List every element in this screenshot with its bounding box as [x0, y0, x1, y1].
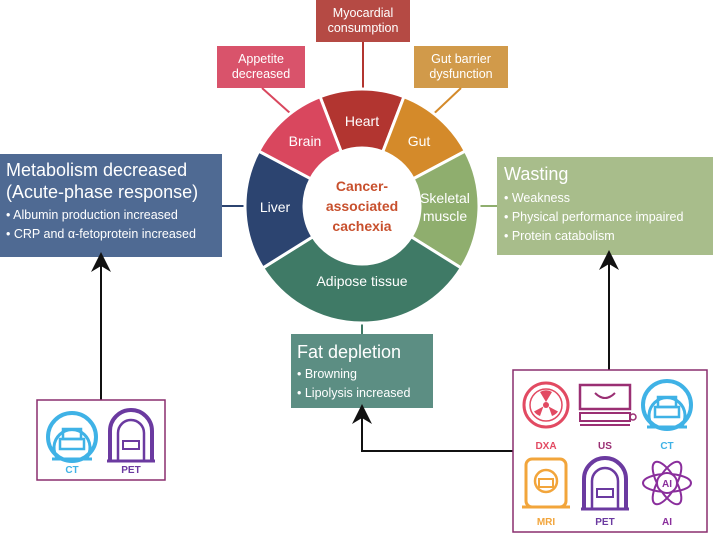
- ring-segment-heart: [318, 87, 406, 154]
- ct-icon: [46, 411, 98, 463]
- pet-icon-right: [581, 456, 629, 511]
- center-text-line2: associated: [326, 198, 398, 214]
- metabolism-title-line1: Metabolism decreased: [6, 160, 188, 180]
- myocardial-line1: Myocardial: [332, 6, 394, 20]
- appetite-line2: decreased: [231, 67, 291, 81]
- connector-gut: [424, 87, 462, 123]
- gut-barrier-line2: dysfunction: [429, 67, 493, 81]
- center-text-line3: cachexia: [332, 218, 391, 234]
- ring-label-skeletal-2: muscle: [423, 208, 468, 224]
- metabolism-item: • Albumin production increased: [6, 208, 178, 222]
- ultrasound-icon: [578, 383, 637, 426]
- gut-barrier-line1: Gut barrier: [431, 52, 491, 66]
- ring-segment-liver: [243, 149, 315, 271]
- arrow-to-fat-depletion: [352, 404, 513, 452]
- fat-item: • Browning: [297, 367, 357, 381]
- pet-label-left: PET: [121, 465, 140, 476]
- ring-segment-gut: [380, 94, 468, 181]
- appetite-line1: Appetite: [238, 52, 284, 66]
- fat-depletion-box: Fat depletion • Browning • Lipolysis inc…: [291, 334, 433, 408]
- center-circle: [306, 150, 418, 262]
- organ-ring: [243, 87, 481, 325]
- ai-label: AI: [662, 517, 672, 528]
- myocardial-consumption-box: Myocardial consumption: [316, 0, 410, 42]
- appetite-decreased-box: Appetite decreased: [217, 46, 305, 88]
- gut-barrier-box: Gut barrier dysfunction: [414, 46, 508, 88]
- ring-segment-skeletal: [409, 149, 481, 271]
- ring-label-liver: Liver: [260, 199, 291, 215]
- metabolism-item: • CRP and α-fetoprotein increased: [6, 227, 196, 241]
- us-label: US: [598, 441, 612, 452]
- wasting-item: • Weakness: [504, 191, 570, 205]
- ai-icon: AI: [642, 460, 692, 506]
- dxa-icon: [522, 381, 570, 429]
- ring-label-adipose: Adipose tissue: [316, 273, 407, 289]
- ring-segment-brain: [256, 94, 344, 181]
- imaging-frame-left: [36, 399, 166, 481]
- ct-label-left: CT: [65, 465, 78, 476]
- ring-label-gut: Gut: [408, 133, 431, 149]
- myocardial-line2: consumption: [327, 21, 399, 35]
- mri-icon: [522, 457, 570, 509]
- connector-appetite: [261, 87, 301, 123]
- dxa-label: DXA: [535, 441, 556, 452]
- ring-segment-adipose: [260, 234, 464, 325]
- center-text-line1: Cancer-: [336, 178, 388, 194]
- wasting-item: • Physical performance impaired: [504, 210, 684, 224]
- ring-label-heart: Heart: [345, 113, 379, 129]
- ct-icon-right: [641, 379, 693, 431]
- metabolism-box: Metabolism decreased (Acute-phase respon…: [0, 154, 222, 257]
- mri-label: MRI: [537, 517, 556, 528]
- ring-label-skeletal-1: Skeletal: [420, 190, 470, 206]
- fat-title: Fat depletion: [297, 342, 402, 362]
- wasting-title: Wasting: [504, 164, 569, 184]
- wasting-box: Wasting • Weakness • Physical performanc…: [497, 157, 713, 255]
- ring-label-brain: Brain: [289, 133, 322, 149]
- wasting-item: • Protein catabolism: [504, 229, 615, 243]
- imaging-frame-right: [512, 369, 708, 533]
- metabolism-title-line2: (Acute-phase response): [6, 182, 199, 202]
- pet-icon: [107, 408, 155, 463]
- fat-item: • Lipolysis increased: [297, 386, 411, 400]
- pet-label-right: PET: [595, 517, 614, 528]
- ct-label-right: CT: [660, 441, 673, 452]
- svg-text:AI: AI: [662, 479, 672, 490]
